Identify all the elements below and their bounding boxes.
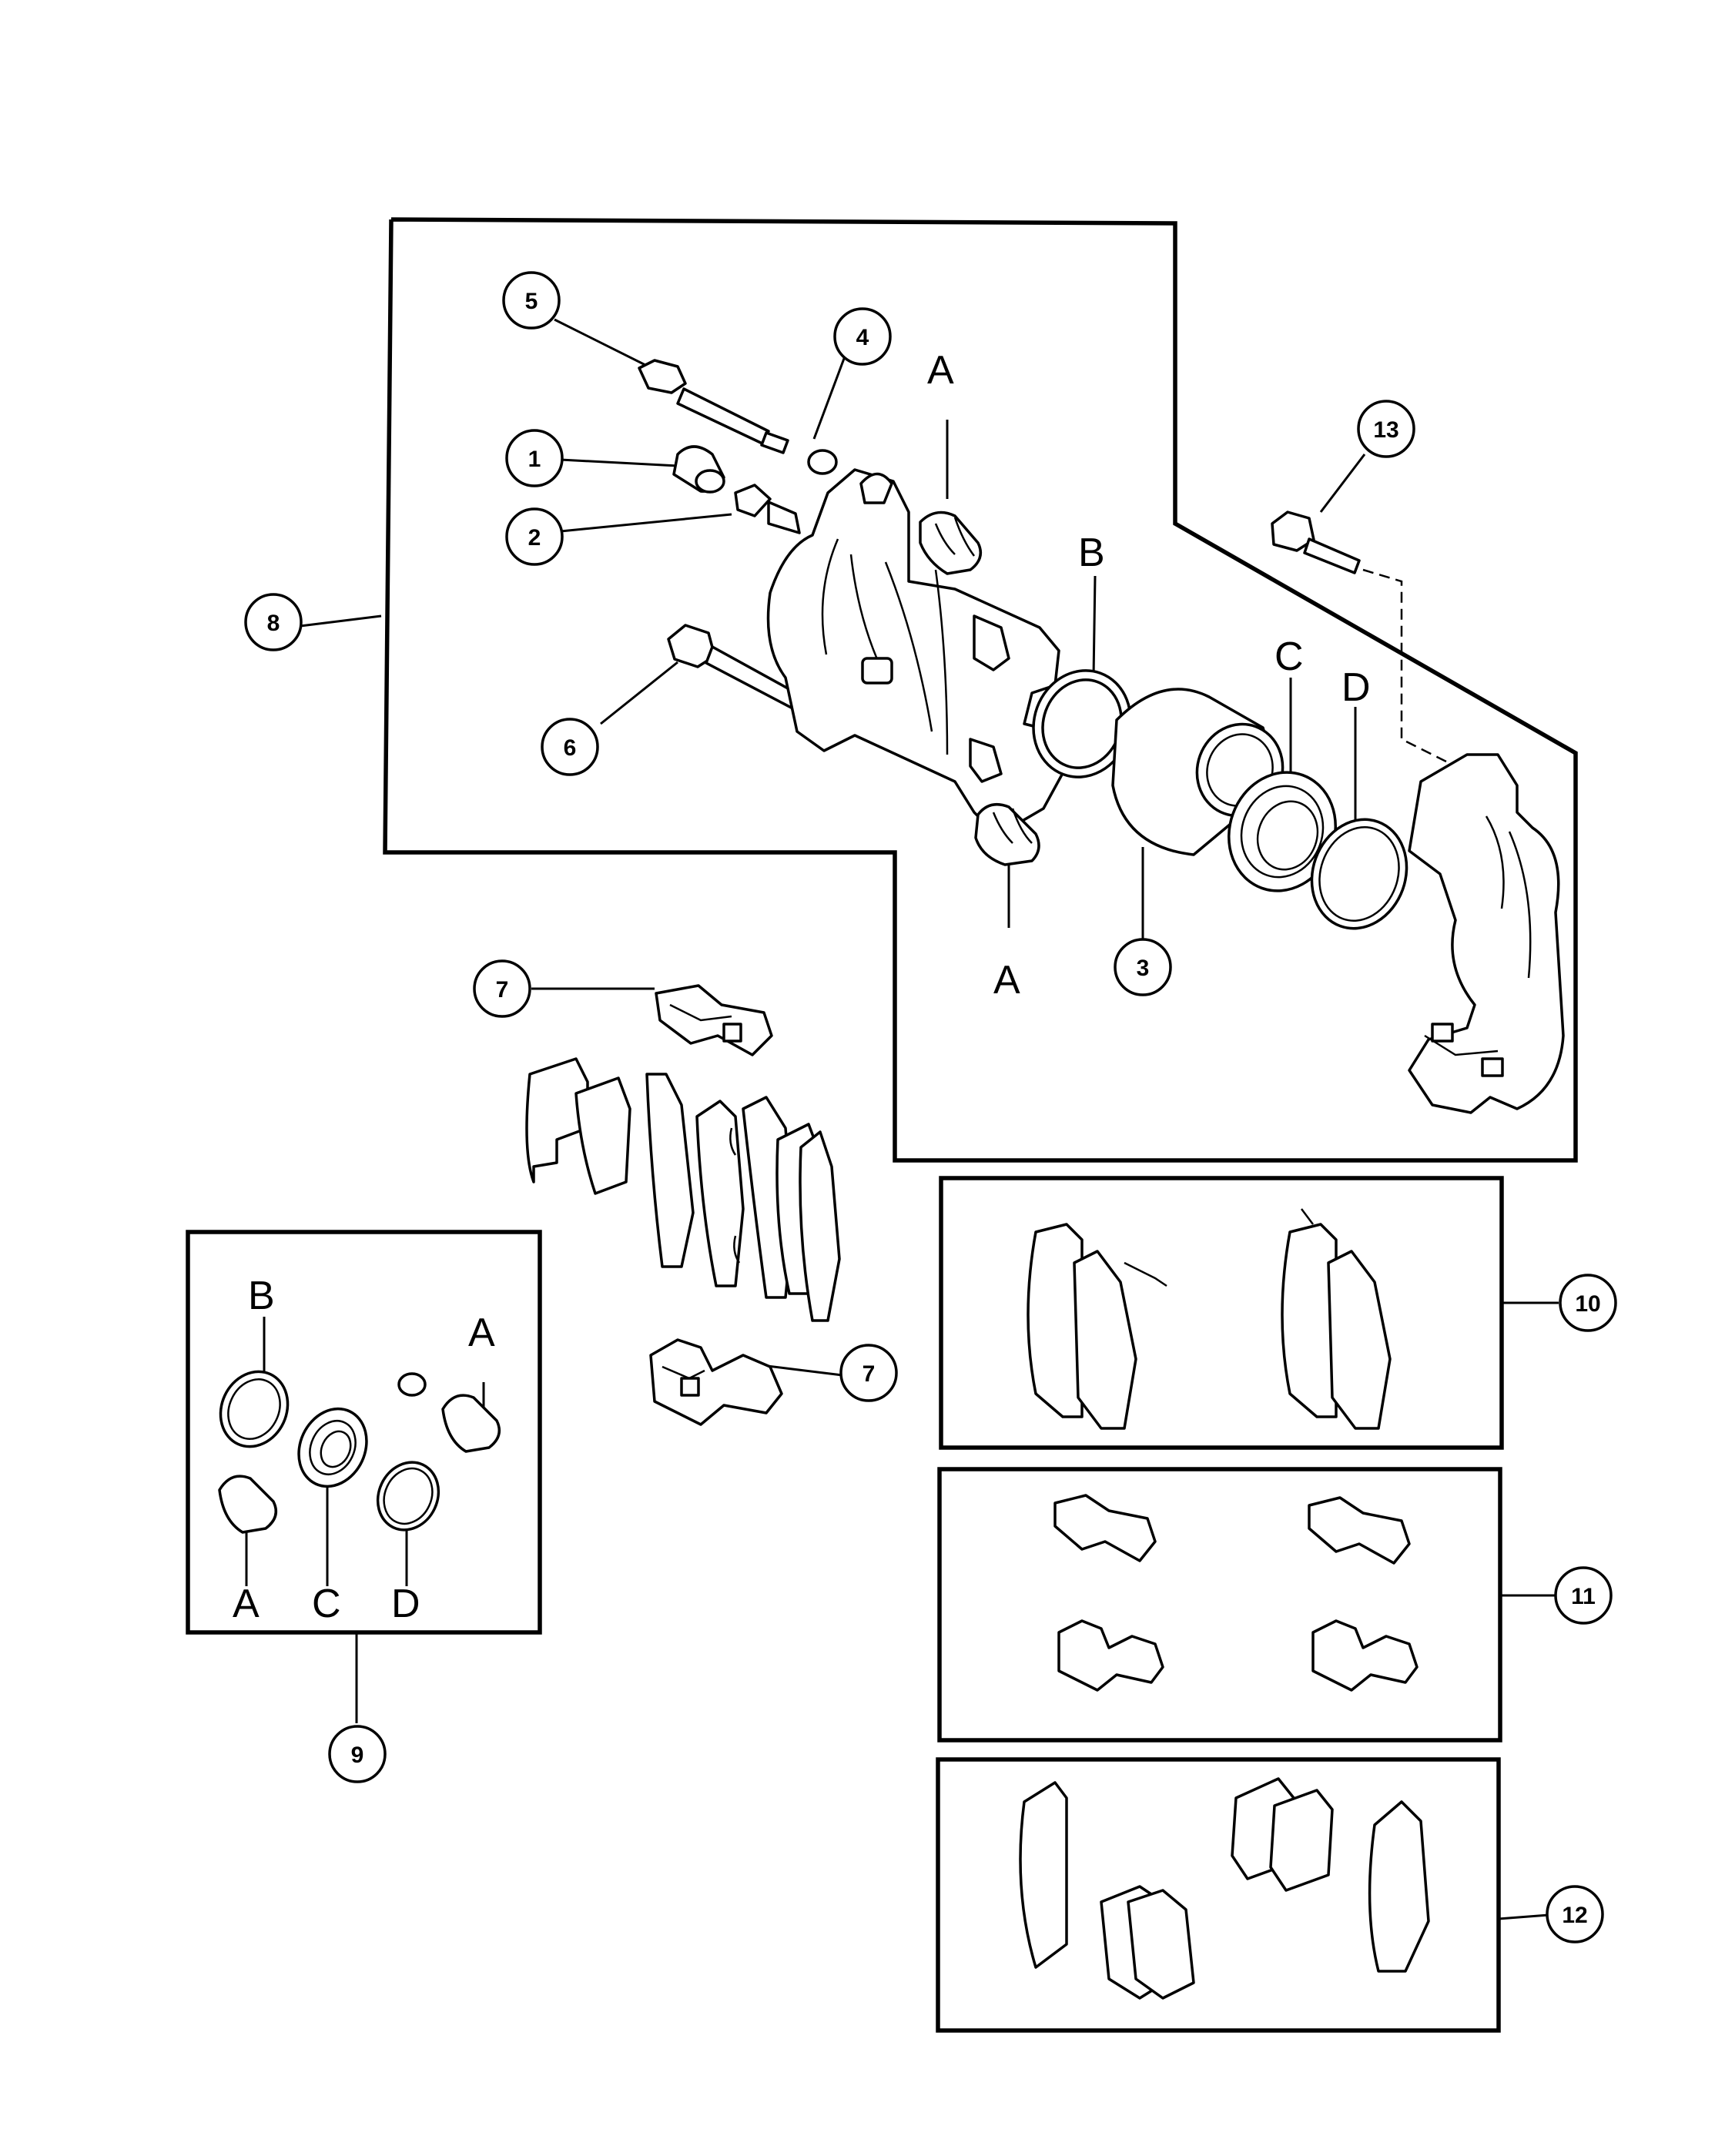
letter-b: B xyxy=(1078,531,1105,575)
shim-kit-contents xyxy=(1019,1777,1430,2000)
callout-11: 11 xyxy=(1554,1566,1613,1625)
kit-letter-a-left: A xyxy=(233,1582,260,1626)
callout-10: 10 xyxy=(1559,1274,1617,1332)
callout-1-label: 1 xyxy=(528,447,541,472)
clip-kit-contents xyxy=(1053,1494,1419,1692)
callout-2-label: 2 xyxy=(528,525,541,551)
bleeder-screw xyxy=(734,484,801,534)
shim-kit-box xyxy=(936,1757,1501,2033)
anti-rattle-clip-lower xyxy=(649,1338,783,1426)
callout-4: 4 xyxy=(833,307,892,366)
caliper-bracket xyxy=(1408,753,1565,1114)
anti-rattle-clip-upper xyxy=(655,984,773,1056)
bleeder-cap xyxy=(672,445,725,494)
callout-3: 3 xyxy=(1114,938,1172,996)
letter-c: C xyxy=(1274,634,1304,679)
callout-7-upper-label: 7 xyxy=(496,977,509,1003)
callout-9-label: 9 xyxy=(351,1743,364,1768)
pin-bushing xyxy=(807,449,838,475)
mounting-bolt xyxy=(1271,511,1361,574)
letter-a-bottom: A xyxy=(993,958,1020,1003)
callout-7-upper: 7 xyxy=(473,959,531,1018)
callout-13-label: 13 xyxy=(1373,417,1398,443)
callout-3-label: 3 xyxy=(1137,956,1150,981)
callout-12: 12 xyxy=(1546,1885,1604,1943)
kit-letter-a-right: A xyxy=(468,1311,495,1355)
pad-set-box xyxy=(939,1176,1504,1450)
callout-4-label: 4 xyxy=(856,325,869,350)
kit-letter-b: B xyxy=(248,1274,275,1318)
callout-11-label: 11 xyxy=(1571,1584,1596,1609)
callout-10-label: 10 xyxy=(1575,1291,1600,1317)
callout-8-label: 8 xyxy=(267,611,280,636)
letter-d: D xyxy=(1341,665,1371,710)
callout-7-lower-label: 7 xyxy=(862,1361,876,1387)
letter-a-top: A xyxy=(927,348,954,393)
kit-letter-d: D xyxy=(391,1582,420,1626)
callout-12-label: 12 xyxy=(1562,1903,1587,1928)
caliper-housing xyxy=(766,468,1068,837)
caliper-assembly-outline xyxy=(383,217,1578,1163)
callout-6-label: 6 xyxy=(564,735,577,761)
piston-boot xyxy=(1228,771,1337,892)
callout-8: 8 xyxy=(244,593,303,651)
callout-7-lower: 7 xyxy=(839,1344,898,1402)
callout-2: 2 xyxy=(505,507,564,566)
guide-pin-upper xyxy=(638,359,789,454)
callout-13: 13 xyxy=(1357,400,1415,458)
brake-pad-set-main xyxy=(525,1057,841,1322)
kit-letter-c: C xyxy=(312,1582,341,1626)
callout-5-label: 5 xyxy=(525,289,538,314)
snap-ring xyxy=(1310,818,1408,930)
seal-kit-contents xyxy=(218,1370,501,1534)
dust-boot-upper xyxy=(919,511,983,575)
pad-set-contents xyxy=(1027,1208,1392,1430)
callout-6: 6 xyxy=(541,718,599,776)
callout-9: 9 xyxy=(328,1725,387,1783)
piston-seal xyxy=(1032,669,1132,778)
dust-boot-lower xyxy=(974,802,1040,866)
callout-5: 5 xyxy=(502,271,561,330)
clip-kit-box xyxy=(937,1467,1502,1743)
callout-1: 1 xyxy=(505,429,564,487)
seal-kit-box xyxy=(186,1230,542,1635)
